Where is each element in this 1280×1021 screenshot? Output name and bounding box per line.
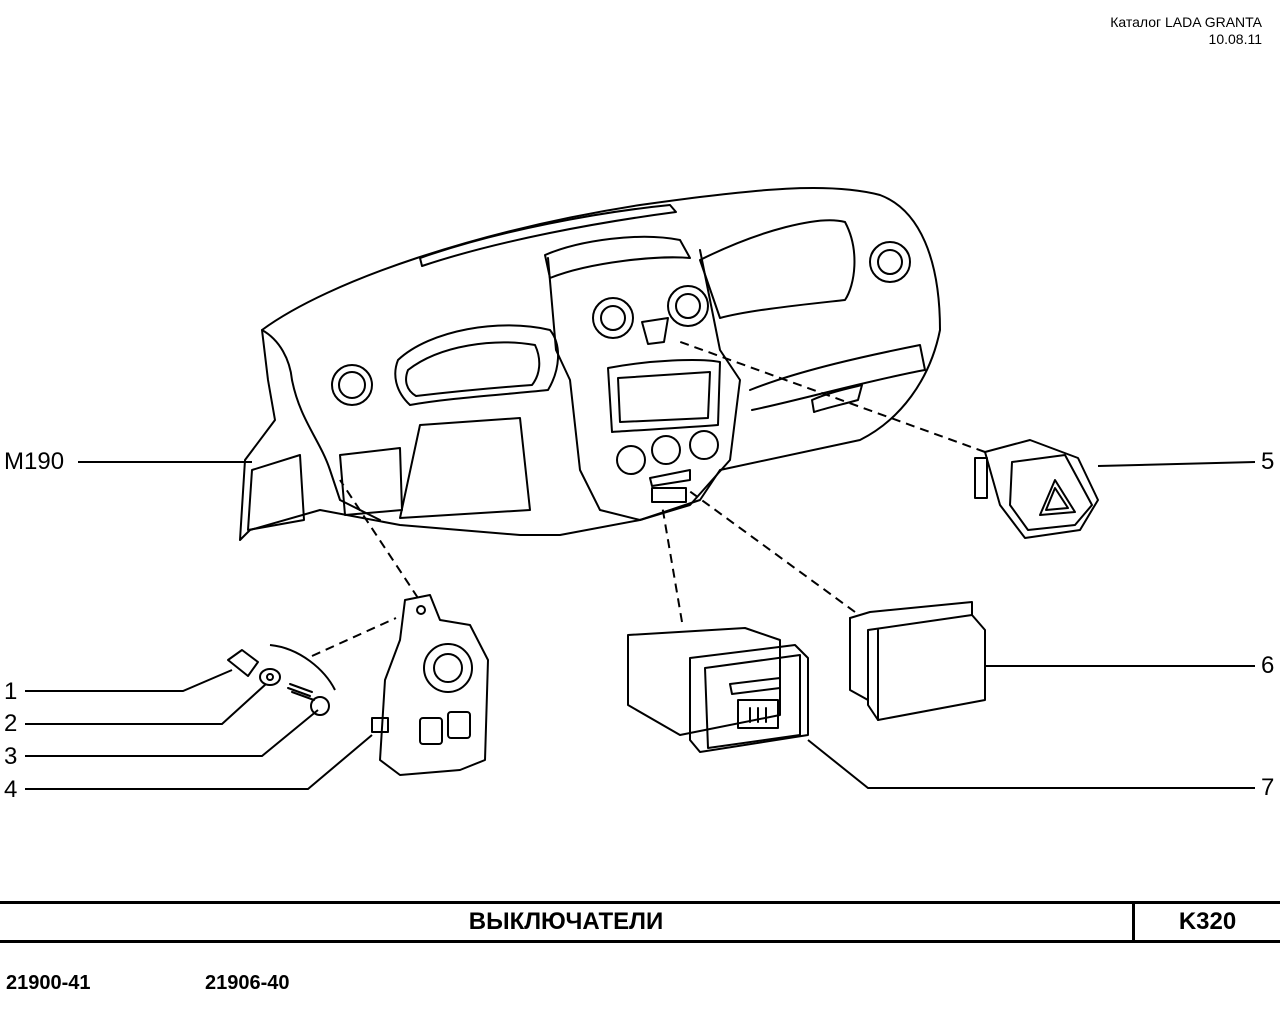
- assembly-lines: [311, 339, 986, 657]
- section-title: ВЫКЛЮЧАТЕЛИ: [468, 908, 664, 935]
- catalog-date: 10.08.11: [1208, 31, 1262, 47]
- leader-lines: [25, 461, 1256, 790]
- model-code-2: 21906-40: [205, 972, 290, 994]
- callout-5: 5: [1261, 448, 1275, 475]
- callout-4: 4: [4, 776, 18, 803]
- parts-diagram: [25, 186, 1256, 790]
- callout-3: 3: [4, 743, 18, 770]
- callout-1: 1: [4, 678, 18, 705]
- callout-6: 6: [1261, 652, 1275, 679]
- section-code: K320: [1178, 908, 1237, 935]
- dashboard-drawing: [239, 186, 941, 541]
- callout-2: 2: [4, 710, 18, 737]
- catalog-header: Каталог LADA GRANTA 10.08.11: [1110, 14, 1262, 48]
- title-divider: [1132, 904, 1135, 940]
- small-hardware-drawing: [227, 649, 330, 716]
- callout-m190: M190: [4, 448, 65, 475]
- hardware-arc: [269, 644, 336, 691]
- catalog-title: Каталог LADA GRANTA: [1110, 14, 1262, 30]
- blank-switch-drawing: [849, 601, 986, 721]
- light-switch-panel-drawing: [371, 594, 489, 776]
- callout-7: 7: [1261, 774, 1275, 801]
- model-code-1: 21900-41: [6, 972, 91, 994]
- rear-defrost-switch-drawing: [627, 627, 809, 753]
- hazard-switch-drawing: [974, 439, 1099, 539]
- title-block: ВЫКЛЮЧАТЕЛИ K320: [0, 901, 1280, 943]
